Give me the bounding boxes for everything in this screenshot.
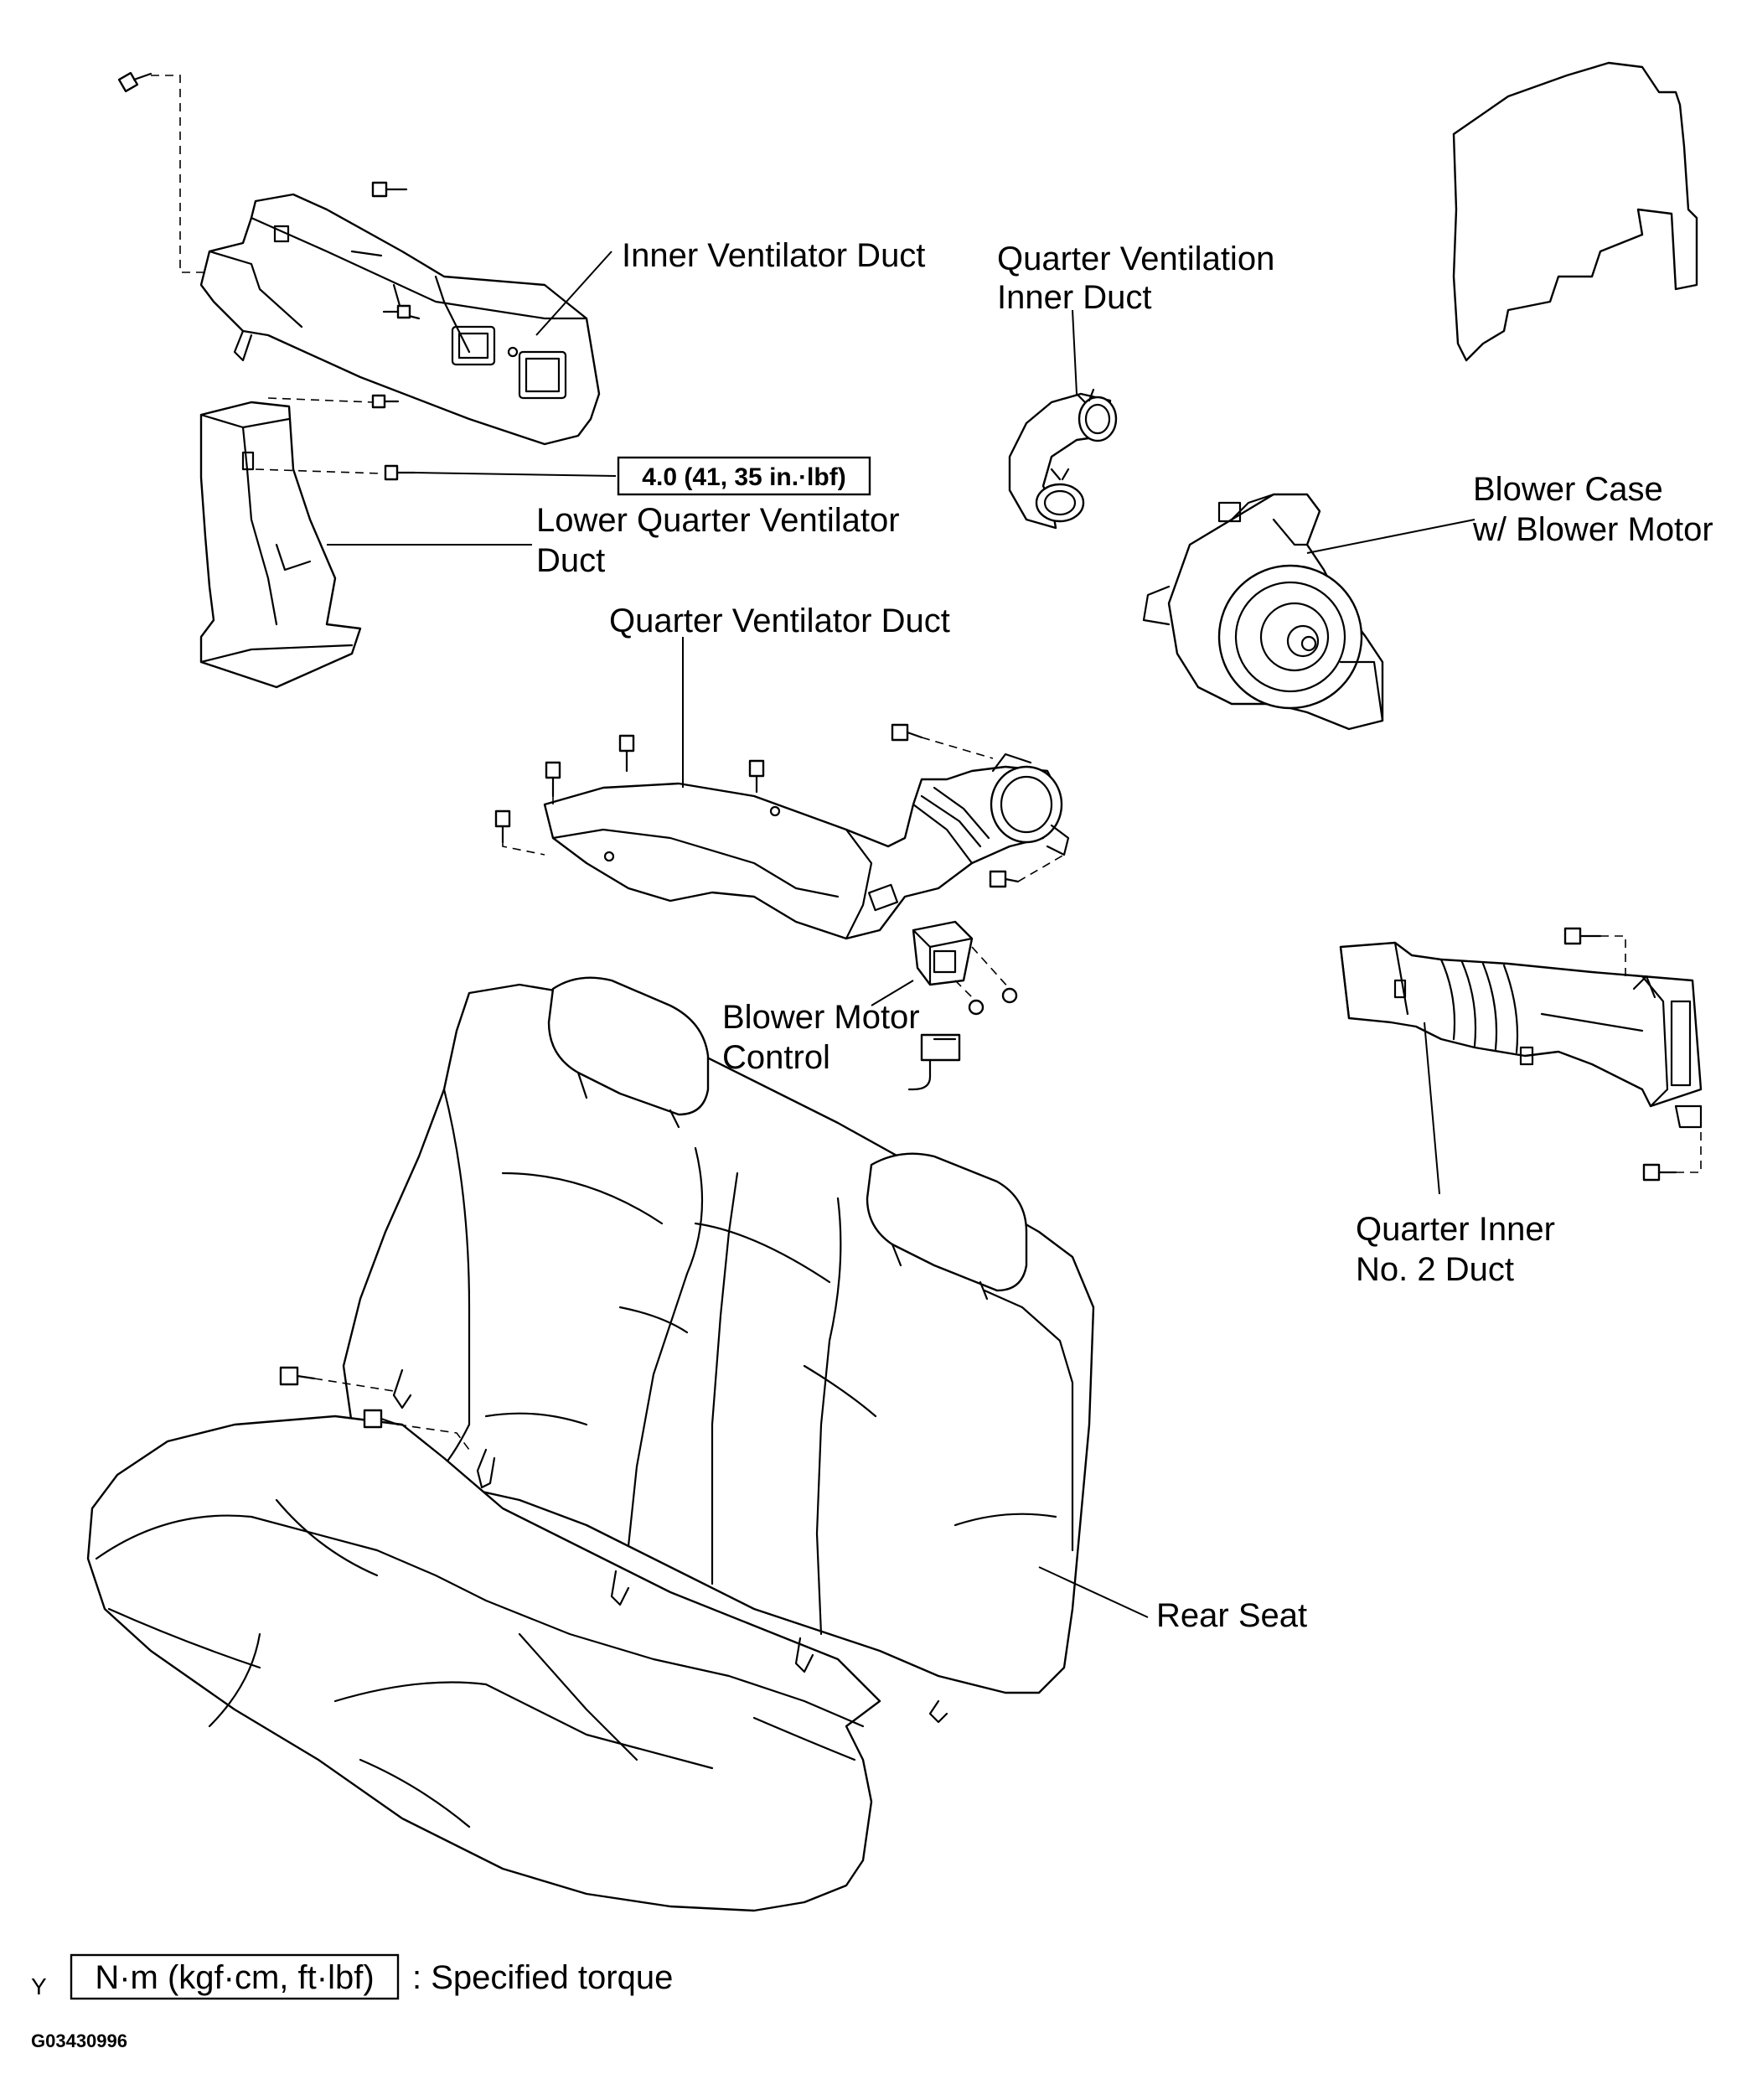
label-quarter-inner-no2-duct-line2: No. 2 Duct: [1356, 1251, 1514, 1288]
legend-description: : Specified torque: [412, 1959, 673, 1996]
bolt-icon: [363, 1409, 400, 1429]
quarter-ventilator-duct-drawing: [543, 753, 1070, 940]
trim-panel-outline: [1452, 61, 1698, 362]
figure-id: G03430996: [31, 2030, 127, 2051]
label-quarter-ventilation-inner-duct: Quarter Ventilation: [997, 241, 1274, 277]
label-quarter-inner-no2-duct: Quarter Inner: [1356, 1211, 1555, 1248]
legend-unit-box: [70, 1953, 400, 2000]
label-lower-quarter-ventilator-duct-line2: Duct: [536, 542, 605, 579]
label-rear-seat: Rear Seat: [1156, 1597, 1307, 1634]
bolt-icon: [117, 71, 152, 93]
bolt-icon: [618, 734, 635, 773]
bolt-icon: [371, 181, 408, 198]
bolt-icon: [371, 394, 400, 409]
legend-corner-mark: Y: [31, 1973, 47, 1999]
bolt-icon: [989, 870, 1020, 888]
label-blower-motor-control-line2: Control: [722, 1039, 830, 1076]
label-blower-case-line2: w/ Blower Motor: [1472, 511, 1713, 548]
bolt-icon: [1642, 1163, 1677, 1182]
blower-case-drawing: [1142, 493, 1384, 731]
label-lower-quarter-ventilator-duct: Lower Quarter Ventilator: [536, 502, 900, 539]
label-quarter-ventilator-duct: Quarter Ventilator Duct: [609, 603, 950, 639]
blower-motor-control-drawing: [912, 920, 974, 986]
quarter-ventilation-inner-duct-drawing: [1008, 388, 1118, 530]
bolt-icon: [968, 999, 985, 1016]
quarter-inner-no2-duct-drawing: [1339, 941, 1703, 1129]
label-quarter-ventilation-inner-duct-line2: Inner Duct: [997, 279, 1152, 316]
bolt-icon: [382, 304, 411, 319]
label-blower-motor-control: Blower Motor: [722, 999, 920, 1036]
legend-unit-text: N·m (kgf·cm, ft·lbf): [95, 1959, 374, 1996]
torque-spec-value: 4.0 (41, 35 in.·lbf): [642, 463, 845, 491]
rear-seat-drawing: [86, 976, 1095, 1912]
label-inner-ventilator-duct: Inner Ventilator Duct: [622, 237, 925, 274]
bolt-icon: [545, 761, 561, 798]
lower-quarter-ventilator-duct-drawing: [199, 401, 362, 689]
bolt-icon: [384, 464, 416, 481]
bolt-icon: [279, 1366, 316, 1386]
bolt-icon: [494, 809, 511, 844]
bolt-icon: [748, 759, 765, 794]
label-blower-case: Blower Case: [1473, 471, 1663, 508]
bolt-icon: [891, 723, 923, 742]
torque-spec-box: [617, 456, 871, 496]
inner-ventilator-duct-drawing: [199, 193, 601, 446]
bolt-icon: [1001, 987, 1018, 1004]
connector-icon: [907, 1033, 961, 1091]
bolt-icon: [1563, 927, 1602, 945]
